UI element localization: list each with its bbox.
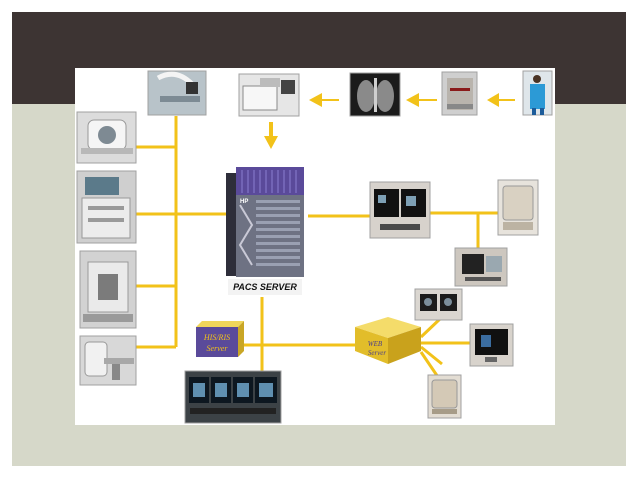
review-monitor-photo [454, 247, 508, 287]
arrow-down [264, 122, 278, 149]
connector-lines [136, 116, 500, 381]
connector-web-to-monitor-bottom [420, 345, 443, 366]
arrow-left-2 [406, 93, 437, 107]
reading-room-monitors-photo [184, 370, 282, 424]
connector-web-to-viewer-top [419, 316, 443, 339]
viewer-station-photo [414, 288, 463, 321]
clinical-monitor-photo [469, 323, 514, 367]
server-brand-logo: HP [240, 199, 248, 205]
mri-scanner-photo [79, 250, 137, 329]
arrow-left-1 [487, 93, 515, 107]
cr-reader-photo [238, 73, 300, 117]
imaging-table-photo [79, 335, 137, 386]
his-ris-server-box: HIS/RIS Server [196, 321, 244, 357]
angiography-suite-photo [147, 70, 207, 116]
film-printer-photo [427, 374, 462, 419]
his-ris-label-line2: Server [207, 344, 229, 353]
laser-printer-photo [497, 179, 539, 236]
chest-xray-film [349, 72, 401, 117]
pacs-server-rack: HP [226, 167, 304, 277]
web-server-label-line1: WEB [368, 340, 383, 348]
pacs-server-label: PACS SERVER [228, 279, 302, 295]
diagnostic-workstation-photo [369, 181, 431, 239]
film-processor-photo [441, 71, 478, 116]
lab-instrument-photo [76, 170, 137, 244]
ct-scanner-photo [76, 111, 137, 164]
technologist-photo [522, 70, 553, 116]
web-server-box: WEB Server [355, 317, 421, 364]
workflow-arrows [264, 93, 515, 149]
his-ris-label-line1: HIS/RIS [203, 333, 230, 342]
web-server-label-line2: Server [368, 349, 387, 357]
arrow-left-3 [309, 93, 339, 107]
